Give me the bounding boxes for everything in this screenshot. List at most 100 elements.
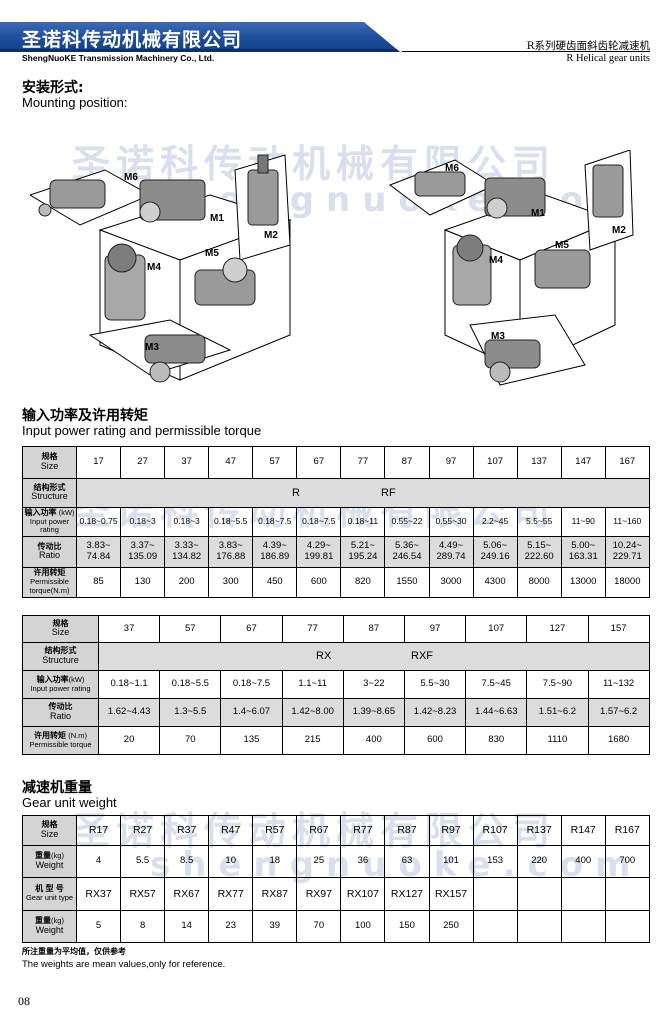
torque-cell: 8000 (516, 567, 562, 598)
torque-cell: 215 (281, 726, 344, 755)
size-cell: R27 (120, 815, 166, 846)
weight-cell (516, 910, 562, 943)
ratio-cell: 10.24~229.71 (604, 536, 650, 568)
size-cell: 47 (208, 446, 254, 479)
torque-cell: 300 (208, 567, 254, 598)
series-title-en: R Helical gear units (566, 53, 650, 64)
torque-cell: 20 (97, 726, 161, 755)
torque-cell: 4300 (472, 567, 518, 598)
size-cell: 167 (604, 446, 650, 479)
torque-cell: 200 (164, 567, 210, 598)
torque-cell: 830 (465, 726, 528, 755)
power-title-en: Input power rating and permissible torqu… (22, 423, 262, 438)
size-cell: R57 (252, 815, 298, 846)
ratio-cell: 4.49~289.74 (428, 536, 474, 568)
type-cell: RX157 (428, 877, 474, 911)
ratio-cell: 1.44~6.63 (465, 698, 528, 727)
ratio-cell: 4.39~186.89 (252, 536, 298, 568)
structure-rxf: RXF (411, 650, 433, 662)
weight-cell: 250 (428, 910, 474, 943)
power-title-cn: 输入功率及许用转矩 (22, 408, 148, 424)
mounting-label-m5: M5 (205, 248, 219, 259)
mounting-label-m5: M5 (555, 240, 569, 251)
ratio-cell: 1.51~6.2 (526, 698, 589, 727)
size-cell: R67 (296, 815, 342, 846)
torque-cell: 600 (296, 567, 342, 598)
mounting-label-m2: M2 (612, 225, 626, 236)
weight-cell: 14 (164, 910, 210, 943)
table-row: 重量(kg)Weight 4 5.5 8.5 10 18 25 36 63 10… (22, 845, 650, 878)
size-cell: R47 (208, 815, 254, 846)
power-cell: 11~90 (560, 507, 606, 537)
weight-cell: 25 (296, 845, 342, 878)
power-cell: 0.18~5.5 (208, 507, 254, 537)
size-cell: 77 (340, 446, 386, 479)
power-header: 输入功率(kW)Input power rating (22, 670, 99, 699)
size-cell: R97 (428, 815, 474, 846)
power-cell: 2.2~45 (472, 507, 518, 537)
size-cell: 87 (342, 615, 405, 643)
mounting-diagram-left (30, 154, 292, 383)
power-cell: 0.18~3 (120, 507, 166, 537)
torque-cell: 600 (403, 726, 467, 755)
size-cell: 107 (472, 446, 518, 479)
mounting-label-m1: M1 (210, 213, 224, 224)
mounting-label-m3: M3 (491, 331, 505, 342)
size-cell: 107 (465, 615, 528, 643)
weight-cell: 100 (340, 910, 386, 943)
power-cell: 0.18~0.75 (75, 507, 122, 537)
ratio-cell: 5.21~195.24 (340, 536, 386, 568)
ratio-cell: 5.00~163.31 (560, 536, 606, 568)
type-cell: RX57 (120, 877, 166, 911)
type-cell: RX37 (75, 877, 122, 911)
structure-cell: RX RXF (98, 642, 650, 671)
company-name-en: ShengNuoKE Transmission Machinery Co., L… (22, 53, 215, 63)
ratio-cell: 1.39~8.65 (342, 698, 405, 727)
company-name-cn: 圣诺科传动机械有限公司 (22, 29, 243, 51)
size-cell: 147 (560, 446, 606, 479)
weight-cell (604, 910, 650, 943)
type-cell (472, 877, 518, 911)
structure-rf: RF (381, 487, 396, 499)
mounting-label-m6: M6 (124, 172, 138, 183)
mounting-label-m3: M3 (145, 342, 159, 353)
mounting-title-en: Mounting position: (22, 95, 128, 110)
torque-cell: 85 (75, 567, 122, 598)
torque-cell: 450 (252, 567, 298, 598)
power-cell: 0.18~1.1 (97, 670, 161, 699)
power-cell: 1.1~11 (281, 670, 344, 699)
ratio-cell: 3.37~135.09 (120, 536, 166, 568)
weight-cell: 23 (208, 910, 254, 943)
weight-cell: 150 (384, 910, 430, 943)
size-cell: 17 (75, 446, 122, 479)
power-cell: 5.5~55 (516, 507, 562, 537)
table-row: 许用转矩 (N.m)Permissible torque 20 70 135 2… (22, 726, 650, 755)
power-cell: 0.55~22 (384, 507, 430, 537)
page-header: 圣诺科传动机械有限公司 ShengNuoKE Transmission Mach… (0, 0, 670, 64)
type-cell (604, 877, 650, 911)
weight-cell: 5 (75, 910, 122, 943)
power-cell: 0.55~30 (428, 507, 474, 537)
torque-cell: 18000 (604, 567, 650, 598)
structure-r: R (292, 487, 300, 499)
mounting-label-m2: M2 (264, 230, 278, 241)
power-cell: 11~160 (604, 507, 650, 537)
size-cell: 37 (97, 615, 161, 643)
ratio-cell: 5.36~246.54 (384, 536, 430, 568)
table-row: 输入功率(kW)Input power rating 0.18~1.1 0.18… (22, 670, 650, 699)
mounting-diagram-right (388, 150, 634, 386)
structure-rx: RX (316, 650, 332, 662)
header-banner (0, 22, 400, 52)
series-title-cn: R系列硬齿面斜齿轮减速机 (526, 40, 650, 52)
size-cell: 57 (252, 446, 298, 479)
size-cell: R147 (560, 815, 606, 846)
